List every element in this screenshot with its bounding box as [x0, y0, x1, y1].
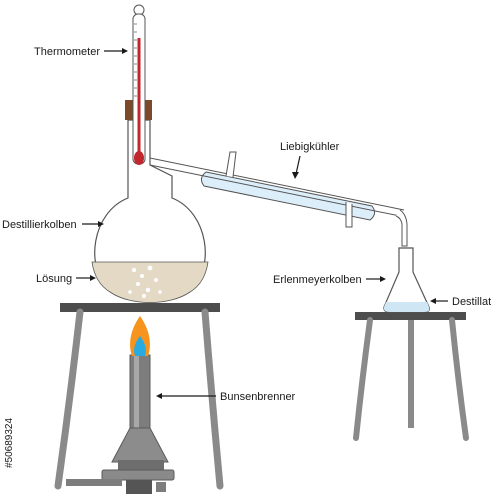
small-stand-leg-left [353, 317, 373, 441]
condenser-inner-tube-top [149, 157, 405, 211]
label-solution: Lösung [36, 273, 96, 285]
main-stand-leg-right [201, 308, 224, 490]
water-outlet [345, 202, 353, 228]
burner-tube-highlight [134, 356, 139, 429]
label-distillation-flask: Destillierkolben [2, 219, 104, 231]
condenser-inner-tube-bottom [149, 164, 401, 217]
erlenmeyer-flask [383, 247, 431, 313]
water-inlet [225, 151, 237, 178]
bunsen-burner [66, 354, 175, 494]
thermometer [132, 4, 146, 165]
flame-inner [134, 336, 146, 356]
main-stand-top [60, 303, 220, 312]
stock-id-watermark: #50689324 [4, 418, 15, 468]
burner-tube [129, 354, 151, 431]
solution-liquid [91, 261, 209, 303]
liebig-condenser [149, 151, 408, 247]
label-distillate-text: Destillat [452, 296, 491, 308]
thermometer-scale [134, 23, 137, 97]
small-stand-top [355, 312, 466, 320]
thermometer-fluid [137, 38, 141, 154]
distillation-flask [91, 100, 209, 303]
label-distillate: Destillat [430, 296, 491, 308]
label-liebig: Liebigkühler [280, 141, 340, 179]
gas-hose [66, 479, 122, 486]
thermometer-bulb [134, 151, 144, 165]
boiling-bubbles [128, 265, 162, 298]
label-bunsen: Bunsenbrenner [156, 391, 296, 403]
main-stand-leg-left [54, 308, 84, 490]
label-erlenmeyer: Erlenmeyerkolben [273, 274, 386, 286]
main-tripod-stand [54, 303, 224, 490]
burner-valve [126, 480, 152, 494]
small-stand-leg-right [449, 317, 469, 441]
flame [130, 316, 150, 356]
label-bunsen-text: Bunsenbrenner [220, 391, 296, 403]
burner-foot [101, 469, 175, 481]
label-solution-text: Lösung [36, 273, 72, 285]
label-thermometer-text: Thermometer [34, 46, 100, 58]
label-liebig-text: Liebigkühler [280, 141, 340, 153]
distillate-liquid [383, 302, 430, 312]
label-thermometer: Thermometer [34, 46, 128, 58]
burner-base-cone [111, 427, 169, 463]
label-distillation-flask-text: Destillierkolben [2, 219, 77, 231]
small-tripod-stand [353, 312, 469, 441]
burner-collar [118, 460, 164, 470]
outlet-bend [395, 209, 408, 247]
burner-valve-knob [156, 482, 166, 492]
label-erlenmeyer-text: Erlenmeyerkolben [273, 274, 362, 286]
